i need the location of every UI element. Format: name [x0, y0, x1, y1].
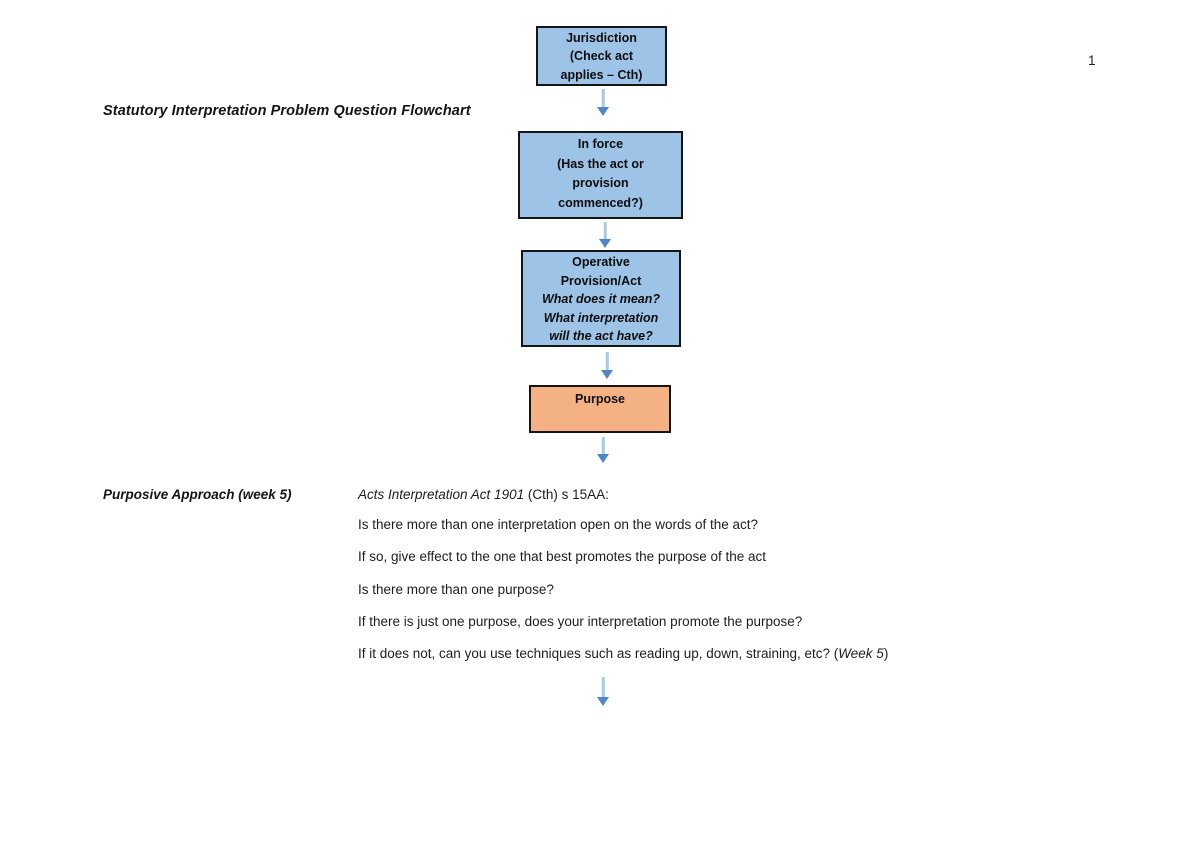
box-text-line: provision [572, 176, 629, 190]
box-text-line: will the act have? [549, 329, 653, 344]
document-title: Statutory Interpretation Problem Questio… [103, 103, 471, 119]
flowchart-box-purpose: Purpose [529, 385, 671, 433]
question-line: If it does not, can you use techniques s… [358, 646, 889, 661]
box-text-line: commenced?) [558, 195, 643, 210]
box-text-line: What interpretation [543, 310, 659, 325]
act-reference-section: (Cth) s 15AA: [524, 487, 609, 502]
box-text-line: applies – Cth) [560, 67, 643, 82]
act-reference-title: Acts Interpretation Act 1901 [358, 487, 525, 502]
flowchart-box-in-force: In force (Has the act or provision comme… [518, 131, 683, 219]
flowchart-box-operative-provision: Operative Provision/Act What does it mea… [521, 250, 681, 347]
question-line: Is there more than one interpretation op… [358, 517, 759, 532]
box-text-line: Provision/Act [560, 273, 642, 288]
box-text-line: (Has the act or [557, 156, 644, 171]
down-arrow-icon [596, 89, 610, 116]
box-text-line: Purpose [574, 392, 625, 406]
down-arrow-icon [600, 352, 614, 379]
down-arrow-icon [596, 677, 610, 706]
act-reference: Acts Interpretation Act 1901 (Cth) s 15A… [358, 487, 609, 502]
box-text-line: In force [577, 137, 624, 151]
flowchart-box-jurisdiction: Jurisdiction (Check act applies – Cth) [536, 26, 667, 86]
question-line: If there is just one purpose, does your … [358, 614, 803, 629]
question-line: Is there more than one purpose? [358, 582, 554, 597]
box-text-line: (Check act [569, 49, 634, 64]
page-number: 1 [1088, 53, 1096, 68]
box-text-line: Operative [572, 255, 630, 269]
purposive-approach-label: Purposive Approach (week 5) [103, 487, 292, 502]
question-line: If so, give effect to the one that best … [358, 549, 767, 564]
down-arrow-icon [598, 222, 612, 248]
box-text-line: What does it mean? [541, 292, 661, 307]
box-text-line: Jurisdiction [566, 31, 637, 45]
down-arrow-icon [596, 437, 610, 463]
